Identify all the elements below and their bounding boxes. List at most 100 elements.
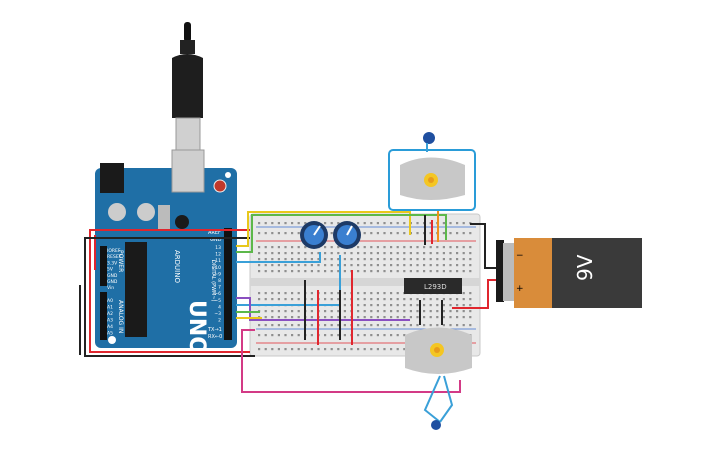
digital-pin-label-1: 12 bbox=[215, 252, 221, 258]
arduino-brand-label: ARDUINO bbox=[173, 250, 181, 283]
breadboard-hole bbox=[429, 246, 432, 249]
breadboard-hole bbox=[284, 316, 287, 319]
breadboard-hole bbox=[324, 348, 327, 351]
breadboard-hole bbox=[264, 316, 267, 319]
breadboard-hole bbox=[442, 310, 445, 313]
arduino-model-label: UNO bbox=[184, 300, 209, 355]
breadboard-hole bbox=[370, 316, 373, 319]
breadboard-hole bbox=[291, 232, 294, 235]
analog-pin-label-2: A2 bbox=[107, 311, 113, 317]
power-pin-label-3: 5V bbox=[107, 267, 114, 273]
breadboard-hole bbox=[376, 252, 379, 255]
breadboard-hole bbox=[284, 264, 287, 267]
breadboard-hole bbox=[297, 298, 300, 301]
breadboard-hole bbox=[409, 252, 412, 255]
power-label: POWER bbox=[117, 250, 124, 272]
battery-voltage-label: 9V bbox=[573, 254, 597, 281]
breadboard-hole bbox=[442, 264, 445, 267]
breadboard-hole bbox=[284, 292, 287, 295]
breadboard-hole bbox=[376, 264, 379, 267]
breadboard-hole bbox=[277, 324, 280, 327]
breadboard-hole bbox=[304, 258, 307, 261]
breadboard-hole bbox=[284, 246, 287, 249]
breadboard-hole bbox=[291, 246, 294, 249]
breadboard-hole bbox=[462, 304, 465, 307]
breadboard-hole bbox=[409, 258, 412, 261]
breadboard-hole bbox=[330, 348, 333, 351]
breadboard-hole bbox=[403, 232, 406, 235]
breadboard-hole bbox=[416, 298, 419, 301]
breadboard-hole bbox=[350, 258, 353, 261]
breadboard-hole bbox=[258, 222, 261, 225]
breadboard-hole bbox=[469, 232, 472, 235]
battery-plus-label: + bbox=[516, 284, 524, 294]
breadboard-hole bbox=[277, 246, 280, 249]
breadboard-hole bbox=[429, 310, 432, 313]
breadboard-hole bbox=[370, 264, 373, 267]
breadboard-hole bbox=[337, 324, 340, 327]
breadboard-hole bbox=[277, 348, 280, 351]
breadboard-hole bbox=[264, 270, 267, 273]
breadboard-hole bbox=[462, 298, 465, 301]
breadboard-hole bbox=[469, 316, 472, 319]
breadboard-hole bbox=[343, 334, 346, 337]
power-pin-label-0: IOREF bbox=[107, 248, 121, 254]
breadboard-hole bbox=[469, 246, 472, 249]
breadboard-hole bbox=[390, 304, 393, 307]
breadboard-hole bbox=[291, 324, 294, 327]
breadboard-hole bbox=[376, 348, 379, 351]
breadboard-hole bbox=[264, 246, 267, 249]
breadboard-hole bbox=[409, 316, 412, 319]
breadboard-hole bbox=[449, 304, 452, 307]
breadboard-hole bbox=[390, 334, 393, 337]
breadboard-hole bbox=[271, 292, 274, 295]
breadboard-hole bbox=[423, 304, 426, 307]
breadboard-hole bbox=[383, 348, 386, 351]
breadboard-hole bbox=[409, 246, 412, 249]
analog-pin-label-0: A0 bbox=[107, 298, 113, 304]
breadboard-hole bbox=[284, 252, 287, 255]
breadboard-hole bbox=[291, 298, 294, 301]
digital-pin-label-6: 7 bbox=[218, 285, 221, 291]
breadboard-hole bbox=[324, 258, 327, 261]
breadboard-hole bbox=[456, 324, 459, 327]
breadboard-hole bbox=[429, 258, 432, 261]
breadboard-hole bbox=[370, 324, 373, 327]
breadboard-hole bbox=[304, 222, 307, 225]
breadboard-hole bbox=[403, 270, 406, 273]
battery-minus-label: − bbox=[516, 251, 524, 261]
breadboard-hole bbox=[264, 264, 267, 267]
dc-motor-lower bbox=[405, 327, 472, 430]
breadboard-hole bbox=[423, 324, 426, 327]
breadboard-hole bbox=[258, 348, 261, 351]
breadboard-hole bbox=[363, 270, 366, 273]
breadboard-hole bbox=[350, 264, 353, 267]
breadboard-hole bbox=[324, 292, 327, 295]
breadboard-hole bbox=[337, 298, 340, 301]
breadboard-hole bbox=[416, 252, 419, 255]
breadboard-hole bbox=[449, 310, 452, 313]
breadboard-hole bbox=[324, 270, 327, 273]
breadboard-hole bbox=[343, 324, 346, 327]
breadboard-hole bbox=[357, 304, 360, 307]
gnd-label: GND bbox=[210, 237, 222, 243]
breadboard-hole bbox=[284, 310, 287, 313]
breadboard-hole bbox=[403, 334, 406, 337]
breadboard-hole bbox=[442, 222, 445, 225]
breadboard-hole bbox=[337, 292, 340, 295]
breadboard-hole bbox=[416, 232, 419, 235]
breadboard-hole bbox=[462, 324, 465, 327]
breadboard-hole bbox=[277, 310, 280, 313]
breadboard-hole bbox=[363, 298, 366, 301]
breadboard-hole bbox=[343, 310, 346, 313]
breadboard-hole bbox=[416, 304, 419, 307]
breadboard-hole bbox=[456, 258, 459, 261]
breadboard-hole bbox=[310, 348, 313, 351]
breadboard-hole bbox=[409, 324, 412, 327]
breadboard-hole bbox=[390, 258, 393, 261]
breadboard-hole bbox=[416, 222, 419, 225]
breadboard-hole bbox=[436, 324, 439, 327]
breadboard-hole bbox=[337, 246, 340, 249]
breadboard-hole bbox=[416, 258, 419, 261]
breadboard-hole bbox=[449, 258, 452, 261]
